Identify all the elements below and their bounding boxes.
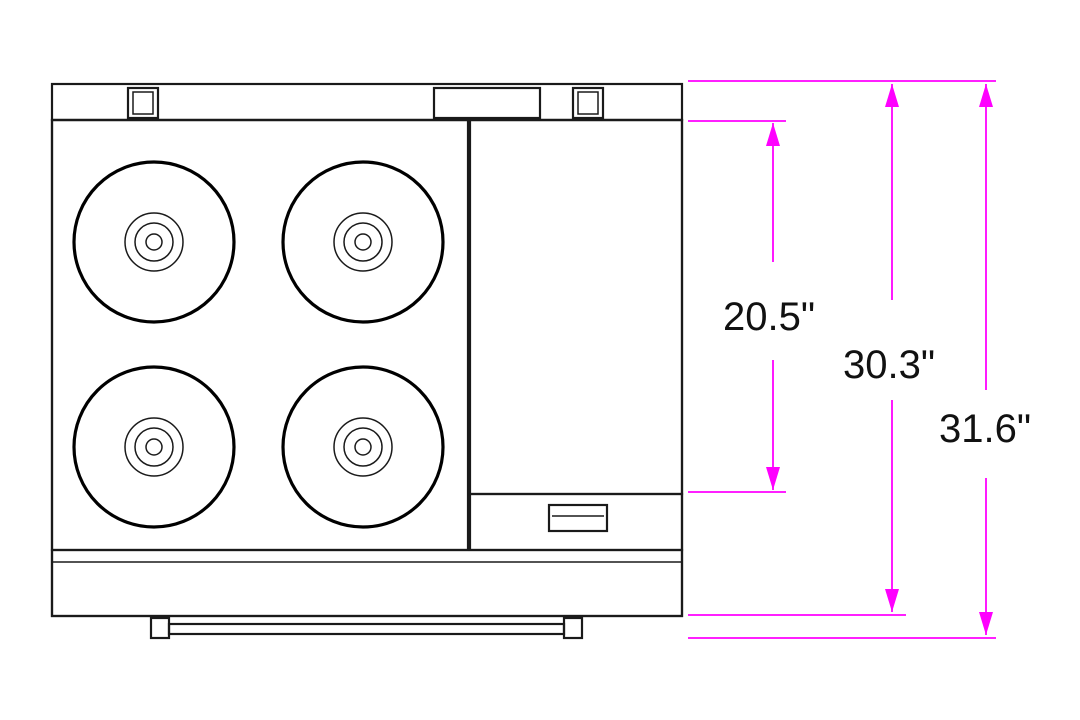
cooktop-section <box>50 118 470 552</box>
backsplash <box>50 82 684 122</box>
dimension-burner-section-depth: 20.5" <box>688 120 815 493</box>
burner-front-right <box>281 365 445 529</box>
burner-back-right <box>281 160 445 324</box>
grease-drawer-handle <box>547 503 609 533</box>
door-handle <box>149 616 584 640</box>
front-panel <box>50 548 684 618</box>
dimension-label-30-3: 30.3" <box>843 343 935 387</box>
dimension-overall-depth: 31.6" <box>688 84 1031 639</box>
griddle-section <box>468 118 684 552</box>
dimension-body-depth: 30.3" <box>688 80 996 616</box>
dimension-label-31-6: 31.6" <box>939 407 1031 451</box>
dimension-label-20-5: 20.5" <box>723 295 815 339</box>
burner-front-left <box>72 365 236 529</box>
burner-back-left <box>72 160 236 324</box>
